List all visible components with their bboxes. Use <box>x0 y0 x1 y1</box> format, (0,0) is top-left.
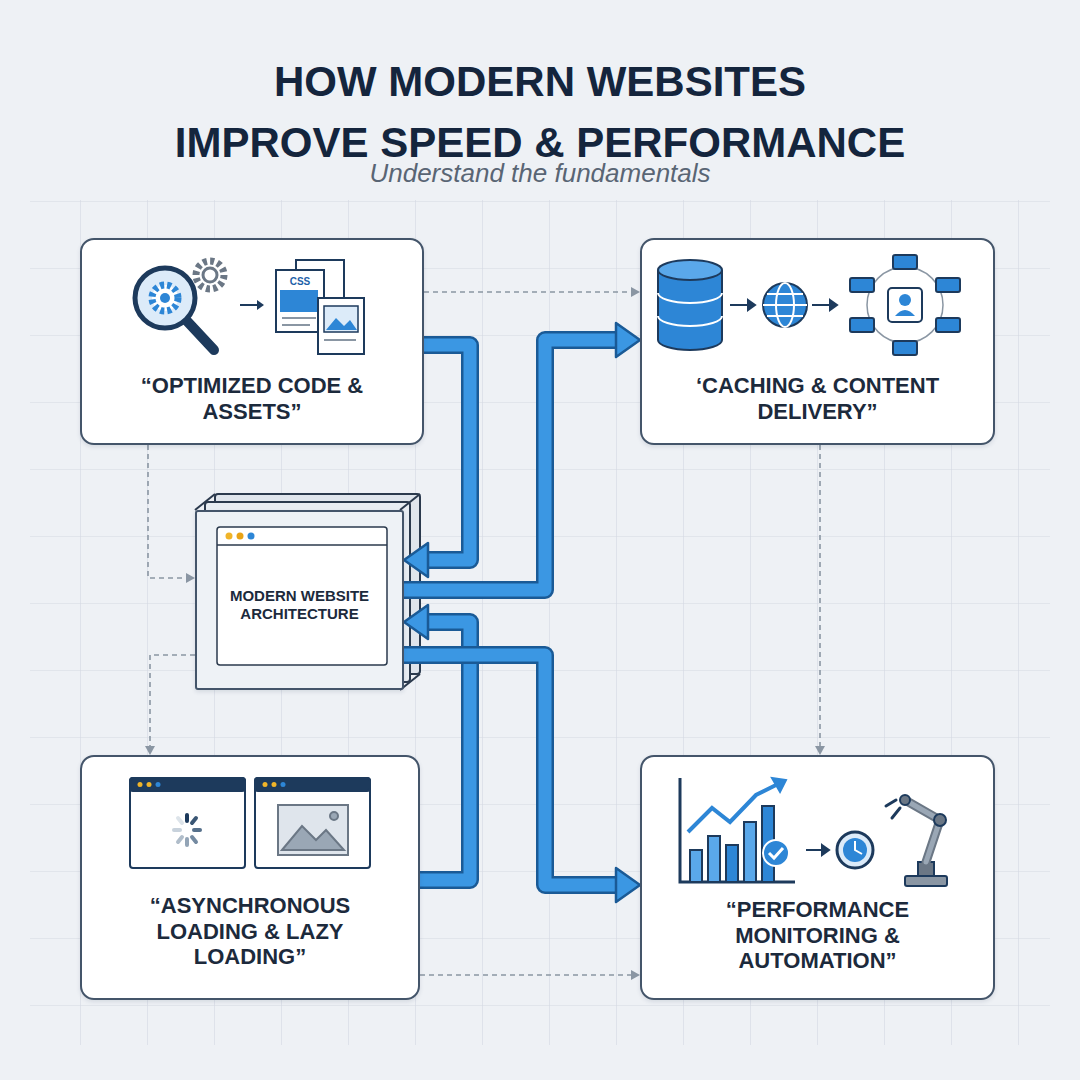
monitoring-icon <box>680 778 947 886</box>
process-box: “ASYNCHRONOUS LOADING & LAZY LOADING” <box>80 755 420 1000</box>
node-text: ‘CACHING & CONTENT DELIVERY” <box>673 373 963 425</box>
node-text: “OPTIMIZED CODE & ASSETS” <box>102 373 402 425</box>
arrow-head <box>815 746 825 755</box>
flow-arrow <box>404 323 640 590</box>
loading-icon <box>130 778 370 868</box>
dashed-line <box>420 974 633 976</box>
arrow-outline <box>404 340 618 590</box>
arrow-head <box>631 287 640 297</box>
arrow-head <box>616 868 640 902</box>
process-box: ‘CACHING & CONTENT DELIVERY” <box>640 238 995 445</box>
process-box: “PERFORMANCE MONITORING & AUTOMATION” <box>640 755 995 1000</box>
dashed-line <box>148 445 188 578</box>
dashed-line <box>819 445 821 748</box>
arrow-body <box>424 345 470 560</box>
dashed-connector <box>815 445 825 755</box>
architecture-box: MODERN WEBSITE ARCHITECTURE <box>195 510 404 690</box>
arrow-head <box>404 543 428 577</box>
arrow-head <box>616 323 640 357</box>
grid <box>30 200 1050 1045</box>
title: HOW MODERN WEBSITES IMPROVE SPEED & PERF… <box>60 52 1020 174</box>
node-text: MODERN WEBSITE ARCHITECTURE <box>226 587 374 622</box>
arrow-head <box>145 746 155 755</box>
arrow-body <box>404 655 618 885</box>
node-text: “ASYNCHRONOUS LOADING & LAZY LOADING” <box>115 893 385 971</box>
arrow-head <box>404 605 428 639</box>
caching-icon <box>658 255 960 355</box>
arrow-outline <box>404 655 618 885</box>
dashed-connector <box>424 287 640 297</box>
arrow-outline <box>424 345 470 560</box>
box-3d-frame <box>195 494 420 690</box>
browser-window <box>217 527 387 665</box>
dashed-line <box>424 291 633 293</box>
node-text: “PERFORMANCE MONITORING & AUTOMATION” <box>688 897 948 975</box>
flow-arrow <box>404 655 640 902</box>
optimize-icon <box>135 260 364 354</box>
arrow-head <box>186 573 195 583</box>
arrow-body <box>404 340 618 590</box>
dashed-connector <box>148 445 195 583</box>
process-box: “OPTIMIZED CODE & ASSETS” <box>80 238 424 445</box>
dashed-line <box>150 655 195 748</box>
arrow-head <box>631 970 640 980</box>
file-type-label: CSS <box>280 276 320 287</box>
subtitle: Understand the fundamentals <box>140 158 940 189</box>
dashed-connector <box>145 655 195 755</box>
dashed-connector <box>420 970 640 980</box>
